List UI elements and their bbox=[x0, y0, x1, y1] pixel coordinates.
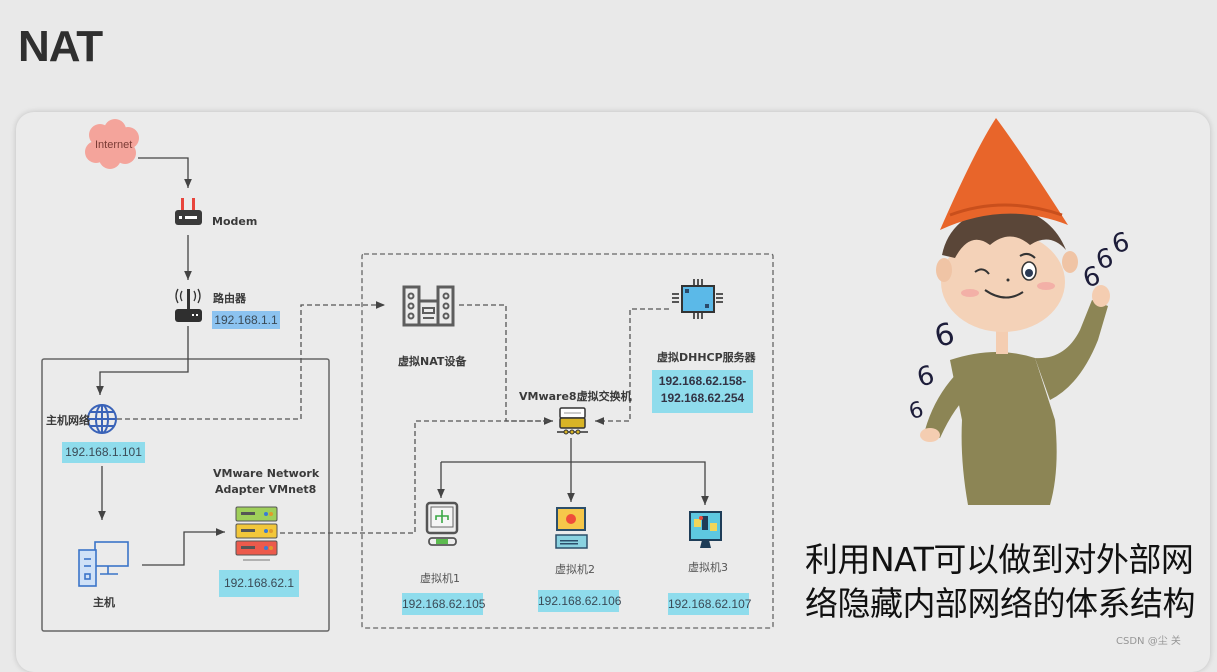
host-network-ip: 192.168.1.101 bbox=[62, 442, 145, 463]
modem-label: Modem bbox=[212, 215, 258, 228]
router-ip: 192.168.1.1 bbox=[212, 311, 280, 329]
caption-line1: 利用NAT可以做到对外部网 bbox=[805, 540, 1194, 579]
link-host-adapter bbox=[142, 528, 225, 566]
link-router-hostnet bbox=[96, 326, 189, 395]
router-icon bbox=[175, 288, 202, 322]
six-mark: 6 bbox=[1093, 243, 1117, 276]
page-title: NAT bbox=[18, 22, 103, 71]
vm-monitor-icon bbox=[425, 501, 459, 546]
dhcp-ip-range: 192.168.62.158- 192.168.62.254 bbox=[652, 370, 753, 413]
link-dhcp-switch bbox=[595, 308, 669, 425]
vmnet8-label-line2: Adapter VMnet8 bbox=[215, 483, 317, 496]
dhcp-ip-end: 192.168.62.254 bbox=[660, 391, 745, 405]
nat-device-label: 虚拟NAT设备 bbox=[398, 355, 467, 368]
caption-line2: 络隐藏内部网络的体系结构 bbox=[805, 584, 1196, 623]
six-mark: 6 bbox=[931, 316, 959, 355]
host-network-label: 主机网络 bbox=[46, 414, 90, 427]
watermark: CSDN @尘 关 bbox=[1116, 636, 1181, 647]
vm2-label: 虚拟机2 bbox=[555, 563, 595, 576]
vm-display-icon bbox=[689, 511, 722, 548]
host-label: 主机 bbox=[93, 596, 115, 609]
cloud-icon bbox=[85, 119, 139, 169]
host-boundary bbox=[41, 358, 330, 632]
vm3-ip: 192.168.62.107 bbox=[668, 593, 751, 615]
vm1-label: 虚拟机1 bbox=[420, 572, 460, 585]
six-mark: 6 bbox=[1109, 227, 1133, 260]
six-mark: 6 bbox=[906, 397, 926, 425]
six-mark: 6 bbox=[1080, 261, 1104, 294]
dhcp-ip-start: 192.168.62.158- bbox=[658, 374, 747, 388]
switch-icon bbox=[557, 407, 588, 435]
vm3-label: 虚拟机3 bbox=[688, 561, 728, 574]
internet-label: Internet bbox=[95, 139, 133, 151]
vm2-ip: 192.168.62.106 bbox=[538, 590, 621, 612]
link-adapter-vm1 bbox=[280, 420, 553, 534]
switch-label: VMware8虚拟交换机 bbox=[519, 390, 632, 403]
vm-computer-icon bbox=[555, 507, 588, 549]
network-diagram: 6 6 6 6 6 6 bbox=[41, 118, 1133, 632]
globe-icon bbox=[87, 404, 117, 434]
virtual-network-boundary bbox=[361, 253, 774, 629]
desktop-computer-icon bbox=[78, 541, 129, 587]
dhcp-server-label: 虚拟DHHCP服务器 bbox=[657, 351, 756, 364]
nat-device-icon bbox=[402, 285, 455, 327]
link-internet-modem bbox=[138, 157, 192, 188]
caption: 利用NAT可以做到对外部网 络隐藏内部网络的体系结构 bbox=[805, 538, 1205, 626]
vm1-ip: 192.168.62.105 bbox=[402, 593, 485, 615]
six-mark: 6 bbox=[914, 360, 938, 393]
vmnet8-label-line1: VMware Network bbox=[213, 467, 320, 480]
server-rack-icon bbox=[235, 506, 278, 561]
modem-icon bbox=[175, 198, 202, 225]
chip-icon bbox=[672, 279, 723, 319]
link-switch-vm1 bbox=[441, 461, 709, 505]
link-hostnet-nat bbox=[117, 301, 385, 420]
vmnet8-ip: 192.168.62.1 bbox=[219, 570, 299, 597]
cartoon-character-illustration: 6 6 6 6 6 6 bbox=[906, 118, 1133, 505]
router-label: 路由器 bbox=[213, 292, 246, 305]
